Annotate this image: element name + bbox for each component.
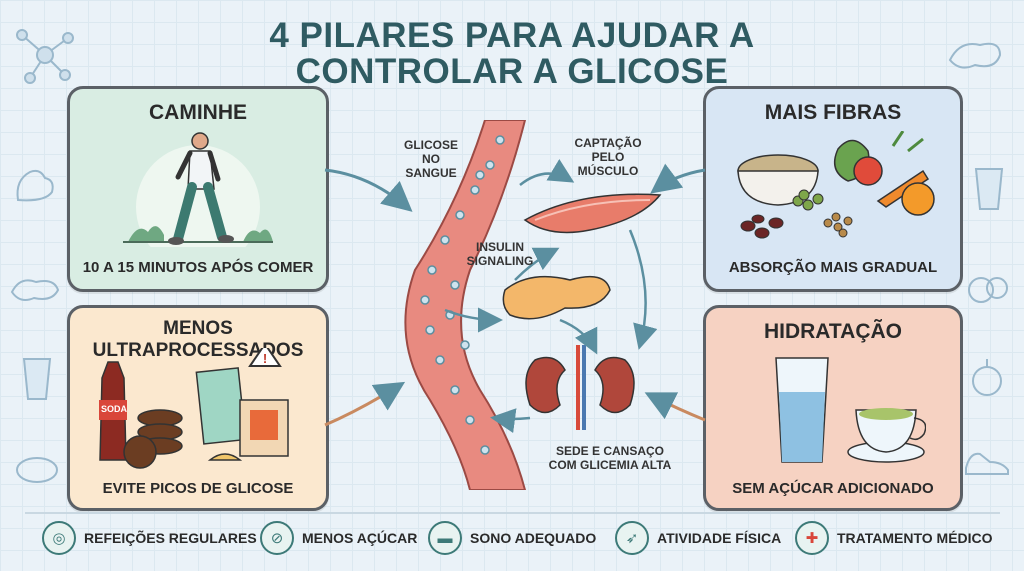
arrow-walk-to-vessel (324, 168, 413, 212)
panel-walk-caption: 10 A 15 MINUTOS APÓS COMER (82, 259, 314, 276)
footer-label-activity: ATIVIDADE FÍSICA (657, 530, 782, 546)
footer-label-sugar: MENOS AÇÚCAR (302, 530, 418, 546)
blood-vessel (404, 120, 527, 490)
vegetable-side-icon (972, 359, 1002, 396)
panel-processed: MENOS ULTRAPROCESSADOS ! SODA EVITE PICO… (67, 305, 329, 511)
runner-icon: ➶ (615, 521, 649, 555)
body-process-diagram (324, 120, 706, 490)
muscle-fiber (523, 193, 662, 234)
walking-person-illustration (123, 132, 273, 247)
panel-hydration-caption: SEM AÇÚCAR ADICIONADO (732, 480, 934, 497)
muscle-arm-icon (16, 169, 54, 202)
food-side-icon (16, 457, 58, 483)
footer-item-sleep: ▬ SONO ADEQUADO (428, 518, 596, 558)
page-title: 4 PILARES PARA AJUDAR A CONTROLAR A GLIC… (269, 16, 755, 91)
svg-text:!: ! (263, 351, 267, 366)
panel-fiber-caption: ABSORÇÃO MAIS GRADUAL (728, 259, 938, 276)
pancreas-outline-icon (948, 42, 1002, 69)
water-glass-side-icon (22, 358, 52, 400)
pancreas (502, 275, 611, 320)
panel-hydration-title: HIDRATAÇÃO (763, 320, 903, 343)
processed-foods-illustration: ! (99, 348, 289, 469)
arrow-vessel-to-pancreas (444, 307, 503, 333)
arrow-kidney-to-vessel (490, 408, 531, 434)
water-glass-right-icon (974, 168, 1004, 210)
footer-divider (25, 512, 1000, 514)
panel-fiber: MAIS FIBRAS ABSORÇÃO MAIS GRADUAL (703, 86, 963, 292)
fiber-foods-illustration (737, 131, 935, 239)
medical-cross-icon: ✚ (795, 521, 829, 555)
arrow-insulin (514, 247, 560, 281)
panel-hydration: HIDRATAÇÃO SEM AÇÚCAR ADICIONADO (703, 305, 963, 511)
glucose-particles (420, 135, 505, 455)
panel-fiber-title: MAIS FIBRAS (764, 101, 902, 124)
arrow-processed-to-vessel (324, 381, 406, 427)
pancreas-small-icon (10, 279, 60, 301)
molecule-icon (16, 29, 74, 84)
panel-processed-caption: EVITE PICOS DE GLICOSE (102, 480, 294, 497)
drinks-illustration (775, 357, 926, 463)
bed-icon: ▬ (428, 521, 462, 555)
arrow-glucose-to-muscle (519, 158, 575, 186)
arrow-hydration-to-kidney (644, 392, 706, 422)
kidney-left (525, 356, 566, 414)
footer-bar: ◎ REFEIÇÕES REGULARES ⊘ MENOS AÇÚCAR ▬ S… (25, 512, 1000, 564)
label-thirst: SEDE E CANSAÇO COM GLICEMIA ALTA (548, 444, 672, 472)
panel-walk: CAMINHE 10 A 15 MINUTOS APÓS COMER (67, 86, 329, 292)
arrow-fiber-to-muscle (650, 163, 706, 194)
sneaker-icon (965, 452, 1009, 475)
soda-label: SODA (101, 404, 128, 414)
label-muscle-uptake: CAPTAÇÃO PELO MÚSCULO (574, 136, 642, 178)
panel-processed-title: MENOS ULTRAPROCESSADOS (92, 318, 304, 361)
plate-icon: ◎ (42, 521, 76, 555)
footer-item-medical: ✚ TRATAMENTO MÉDICO (795, 518, 993, 558)
footer-label-medical: TRATAMENTO MÉDICO (837, 530, 993, 546)
arrow-pancreas-to-kidney (559, 318, 598, 355)
no-sugar-icon: ⊘ (260, 521, 294, 555)
fruit-side-icon (968, 277, 1008, 303)
footer-label-sleep: SONO ADEQUADO (470, 530, 597, 546)
kidney-right (594, 356, 635, 414)
arrow-muscle-to-kidney (628, 229, 658, 350)
label-insulin: INSULIN SIGNALING (466, 240, 534, 268)
footer-item-sugar: ⊘ MENOS AÇÚCAR (260, 518, 417, 558)
footer-item-meals: ◎ REFEIÇÕES REGULARES (42, 518, 257, 558)
footer-item-activity: ➶ ATIVIDADE FÍSICA (615, 518, 781, 558)
label-glucose-blood: GLICOSE NO SANGUE (403, 138, 458, 180)
panel-walk-title: CAMINHE (149, 101, 247, 124)
footer-label-meals: REFEIÇÕES REGULARES (84, 530, 257, 546)
